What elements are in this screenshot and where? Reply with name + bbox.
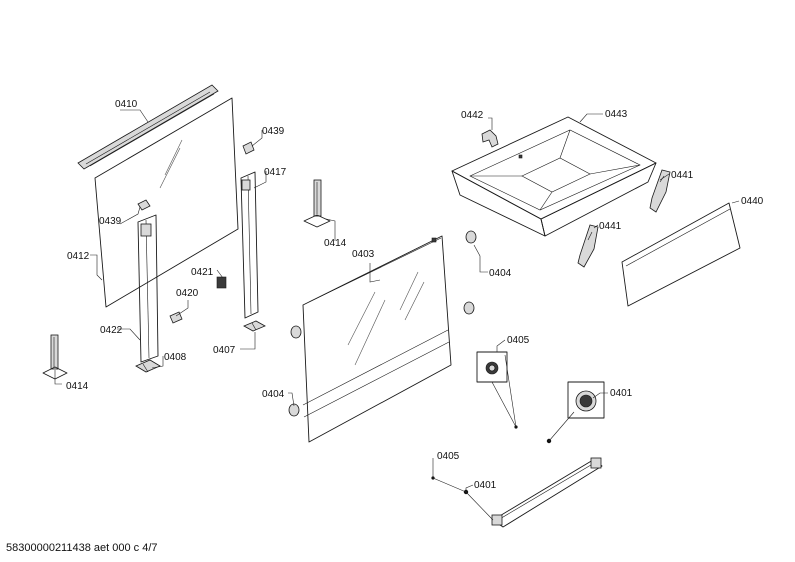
part-0441-runner-right <box>649 169 671 213</box>
label-0441-right: 0441 <box>671 170 694 181</box>
part-0439-clip-right <box>242 141 255 155</box>
label-0407: 0407 <box>213 345 236 356</box>
label-0405-lower: 0405 <box>437 451 460 462</box>
label-0442: 0442 <box>461 110 484 121</box>
part-0441-runner-left <box>577 224 599 268</box>
label-0404-right: 0404 <box>489 268 512 279</box>
label-0421: 0421 <box>191 267 214 278</box>
part-0404-bumper-door-bottom <box>288 403 300 417</box>
label-0443: 0443 <box>605 109 628 120</box>
part-0401-control-knob <box>567 381 605 419</box>
part-0405-knob-plate <box>476 351 508 383</box>
label-0401-upper: 0401 <box>610 388 633 399</box>
label-0403: 0403 <box>352 249 375 260</box>
part-0420-clip <box>169 311 183 324</box>
label-0439-lower: 0439 <box>99 216 122 227</box>
label-0410: 0410 <box>115 99 138 110</box>
part-0414-hinge-center <box>303 179 331 228</box>
part-0443-drawer-tray <box>451 116 657 237</box>
part-0440-drawer-front <box>621 202 741 307</box>
part-0439-clip-left <box>137 199 151 211</box>
part-0404-bumper-door-top <box>290 325 302 339</box>
part-0442-bracket <box>481 129 499 148</box>
part-0410-trim-strip <box>77 84 219 170</box>
label-0422: 0422 <box>100 325 123 336</box>
part-0414-hinge-left <box>42 334 68 380</box>
leader-lines <box>54 109 740 521</box>
label-0404-left: 0404 <box>262 389 285 400</box>
label-0420: 0420 <box>176 288 199 299</box>
part-0404-bumper-right-bottom <box>463 301 475 315</box>
part-0412-inner-glass <box>94 97 239 308</box>
document-id-footer: 58300000211438 aet 000 c 4/7 <box>6 542 158 554</box>
label-0439-upper: 0439 <box>262 126 285 137</box>
part-0422-left-rail <box>137 214 159 363</box>
label-0405-upper: 0405 <box>507 335 530 346</box>
part-0403-oven-door <box>302 235 452 443</box>
label-0417: 0417 <box>264 167 287 178</box>
label-0408: 0408 <box>164 352 187 363</box>
part-0404-bumper-right-top <box>465 230 477 244</box>
part-0421-clip <box>216 276 227 289</box>
label-0401-lower: 0401 <box>474 480 497 491</box>
label-0412: 0412 <box>67 251 90 262</box>
label-0414-left: 0414 <box>66 381 89 392</box>
label-0441-left: 0441 <box>599 221 622 232</box>
part-0408-hinge-block <box>135 359 161 373</box>
part-0407-hinge-block <box>243 320 266 332</box>
label-0440: 0440 <box>741 196 764 207</box>
label-0414-center: 0414 <box>324 238 347 249</box>
part-0417-right-rail <box>240 171 259 319</box>
part-handle-bar <box>491 457 603 528</box>
